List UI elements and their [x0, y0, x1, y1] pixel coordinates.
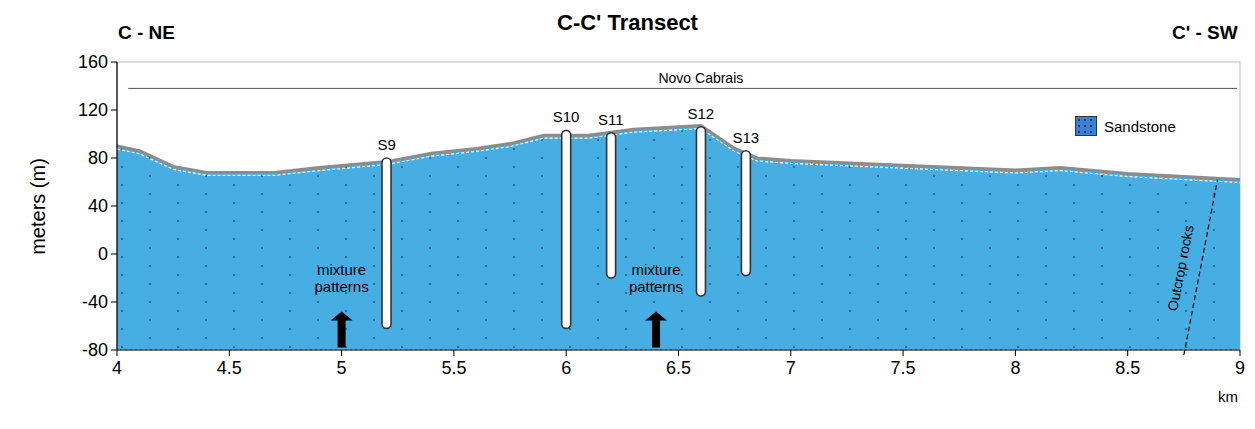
y-tick	[111, 158, 117, 159]
x-tick-label: 4	[112, 358, 122, 379]
chart-title: C-C' Transect	[557, 10, 698, 35]
x-tick	[229, 350, 230, 356]
borehole	[562, 130, 571, 328]
well-label: S12	[687, 105, 714, 122]
direction-label: C' - SW	[1172, 22, 1238, 44]
ground-surface	[117, 126, 1240, 180]
well-label: S10	[553, 108, 580, 125]
axis-title: meters (m)	[26, 158, 49, 255]
y-tick	[111, 302, 117, 303]
y-tick-label: 120	[78, 100, 108, 121]
x-tick	[1240, 350, 1241, 356]
y-tick-label: 160	[78, 52, 108, 73]
x-tick	[1015, 350, 1016, 356]
x-tick	[453, 350, 454, 356]
x-tick	[566, 350, 567, 356]
up-arrow	[331, 312, 353, 348]
x-tick-label: 4.5	[217, 358, 242, 379]
x-tick	[790, 350, 791, 356]
y-tick	[111, 350, 117, 351]
up-arrow	[645, 312, 667, 348]
x-tick-label: 6	[561, 358, 571, 379]
x-tick-label: 5.5	[441, 358, 466, 379]
well-label: S13	[732, 129, 759, 146]
legend-label: Sandstone	[1104, 118, 1176, 135]
x-tick	[678, 350, 679, 356]
x-tick-label: 5	[337, 358, 347, 379]
y-tick	[111, 254, 117, 255]
sandstone-body	[117, 126, 1240, 350]
boundary-dash	[117, 129, 1240, 183]
reference-label: Novo Cabrais	[658, 70, 743, 86]
direction-label: C - NE	[118, 22, 175, 44]
x-tick	[1127, 350, 1128, 356]
x-tick-label: 9	[1235, 358, 1245, 379]
borehole	[607, 133, 616, 278]
legend-swatch	[1075, 116, 1097, 136]
x-tick-label: 6.5	[666, 358, 691, 379]
y-tick-label: -40	[82, 292, 108, 313]
annotation: mixture patterns	[306, 261, 378, 296]
borehole	[741, 151, 750, 276]
x-tick-label: 7	[786, 358, 796, 379]
outcrop-label: Outcrop rocks	[1164, 224, 1197, 313]
y-tick-label: -80	[82, 340, 108, 361]
x-tick-label: 8.5	[1115, 358, 1140, 379]
borehole	[382, 158, 391, 328]
y-tick	[111, 62, 117, 63]
y-tick-label: 0	[98, 244, 108, 265]
x-tick	[117, 350, 118, 356]
y-tick-label: 40	[88, 196, 108, 217]
reference-line	[128, 88, 1237, 89]
plot-frame	[117, 62, 1240, 350]
y-tick-label: 80	[88, 148, 108, 169]
x-tick	[903, 350, 904, 356]
well-label: S9	[378, 136, 396, 153]
annotation: mixture patterns	[620, 261, 692, 296]
well-label: S11	[598, 111, 624, 128]
y-tick	[111, 110, 117, 111]
x-tick-label: 7.5	[891, 358, 916, 379]
axis-unit: km	[1218, 388, 1238, 405]
x-tick	[341, 350, 342, 356]
x-tick-label: 8	[1010, 358, 1020, 379]
borehole	[696, 127, 705, 296]
y-tick	[111, 206, 117, 207]
